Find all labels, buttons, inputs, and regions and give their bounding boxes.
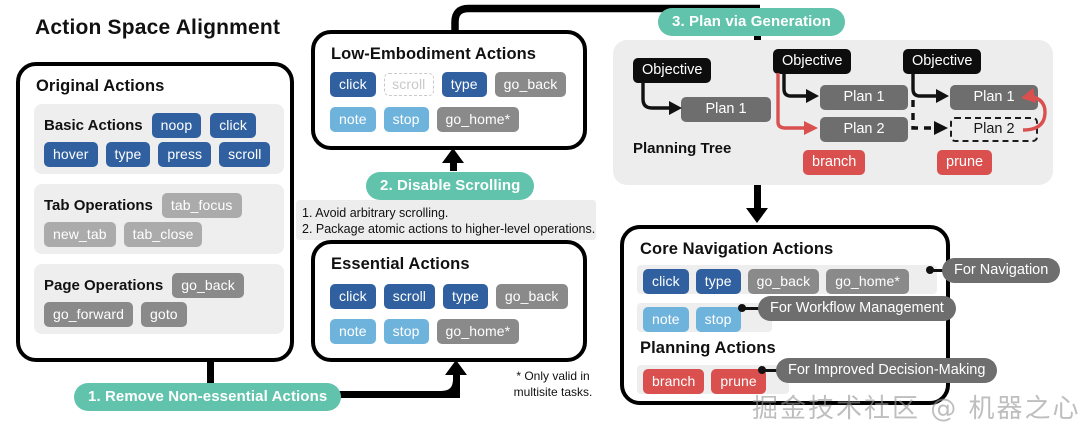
panel-page-operations: Page Operations go_back go_forward goto [34,264,284,334]
chip-cn-stop[interactable]: stop [695,307,741,332]
chip-le-type[interactable]: type [441,72,487,97]
chip-le-note[interactable]: note [330,107,376,132]
chip-go-forward[interactable]: go_forward [44,302,134,327]
chip-le-go-back[interactable]: go_back [494,72,567,97]
connector-step2-to-lowembodiment [450,155,457,171]
card-low-embodiment-actions: Low-Embodiment Actions click scroll type… [311,30,587,150]
step-1-badge[interactable]: 1. Remove Non-essential Actions [74,383,342,411]
chip-le-scroll-disabled[interactable]: scroll [383,72,434,97]
step-3-badge[interactable]: 3. Plan via Generation [658,8,845,36]
chip-le-click[interactable]: click [330,72,376,97]
connector-original-to-step1 [207,360,214,394]
core-navigation-title: Core Navigation Actions [640,240,834,258]
chip-press[interactable]: press [158,142,212,167]
footnote-line-2: multisite tasks. [513,385,593,400]
chip-tab-close[interactable]: tab_close [123,222,203,247]
tree2-branch-tag[interactable]: branch [803,150,866,175]
arrow-step1-into-essential [445,360,467,375]
chip-cn-note[interactable]: note [643,307,689,332]
tree2-objective-node[interactable]: Objective [773,49,852,74]
original-actions-title: Original Actions [36,77,165,95]
chip-cn-go-back[interactable]: go_back [747,269,820,294]
chip-ea-go-back[interactable]: go_back [495,284,568,309]
chip-cn-prune[interactable]: prune [711,369,766,394]
chip-le-go-home[interactable]: go_home* [436,107,520,132]
tree1-objective-node[interactable]: Objective [633,58,712,83]
panel-scroll-notes: 1. Avoid arbitrary scrolling. 2. Package… [296,200,596,240]
tab-operations-label: Tab Operations [44,197,153,214]
tree3-objective-node[interactable]: Objective [903,49,982,74]
chip-scroll[interactable]: scroll [219,142,271,167]
chip-hover[interactable]: hover [44,142,98,167]
arrow-tree-into-core [746,208,768,223]
panel-tab-operations: Tab Operations tab_focus new_tab tab_clo… [34,184,284,254]
chip-goto[interactable]: goto [141,302,187,327]
planning-tree-label: Planning Tree [633,140,732,157]
chip-click[interactable]: click [210,113,256,138]
tree1-plan1-node[interactable]: Plan 1 [681,97,771,122]
essential-actions-title: Essential Actions [331,255,470,273]
chip-ea-go-home[interactable]: go_home* [436,319,520,344]
basic-actions-label: Basic Actions [44,117,143,134]
low-embodiment-title: Low-Embodiment Actions [331,45,537,63]
card-original-actions: Original Actions Basic Actions noop clic… [16,62,294,362]
page-operations-label: Page Operations [44,277,164,294]
chip-cn-branch[interactable]: branch [643,369,705,394]
chip-cn-click[interactable]: click [643,269,689,294]
chip-type[interactable]: type [105,142,151,167]
chip-go-back-page[interactable]: go_back [172,273,244,298]
footnote: * Only valid in multisite tasks. [498,368,608,400]
tree2-plan2-node[interactable]: Plan 2 [820,117,908,142]
planning-actions-title: Planning Actions [640,339,776,357]
chip-cn-type[interactable]: type [695,269,741,294]
note-line-2: 2. Package atomic actions to higher-leve… [302,222,596,236]
chip-ea-click[interactable]: click [330,284,376,309]
annotation-for-workflow-management: For Workflow Management [758,296,956,321]
chip-le-stop[interactable]: stop [383,107,429,132]
step-2-badge[interactable]: 2. Disable Scrolling [366,172,535,200]
chip-cn-go-home[interactable]: go_home* [826,269,909,294]
chip-ea-note[interactable]: note [330,319,376,344]
watermark: 掘金技术社区 @ 机器之心 [752,394,1080,424]
card-essential-actions: Essential Actions click scroll type go_b… [311,240,587,362]
footnote-line-1: * Only valid in [516,369,590,383]
chip-tab-focus[interactable]: tab_focus [161,193,242,218]
tree3-arrows [911,73,1047,135]
tree1-arrows [641,82,682,115]
chip-ea-stop[interactable]: stop [383,319,429,344]
chip-ea-scroll[interactable]: scroll [383,284,436,309]
note-line-1: 1. Avoid arbitrary scrolling. [302,206,449,220]
tree3-prune-tag[interactable]: prune [937,150,993,175]
page-title: Action Space Alignment [35,16,281,39]
tree2-plan1-node[interactable]: Plan 1 [820,85,908,110]
arrow-step2-into-lowembodiment [442,148,464,163]
panel-core-row1: click type go_back go_home* [637,265,937,294]
panel-basic-actions: Basic Actions noop click hover type pres… [34,104,284,174]
chip-new-tab[interactable]: new_tab [44,222,116,247]
panel-planning-tree: Objective Plan 1 Planning Tree Objective… [613,40,1053,185]
chip-ea-type[interactable]: type [443,284,488,309]
annotation-for-navigation: For Navigation [942,258,1061,283]
tree2-arrows [776,73,819,135]
chip-noop[interactable]: noop [151,113,202,138]
annotation-for-improved-decision-making: For Improved Decision-Making [776,358,998,383]
connector-tree-to-core [754,183,761,213]
